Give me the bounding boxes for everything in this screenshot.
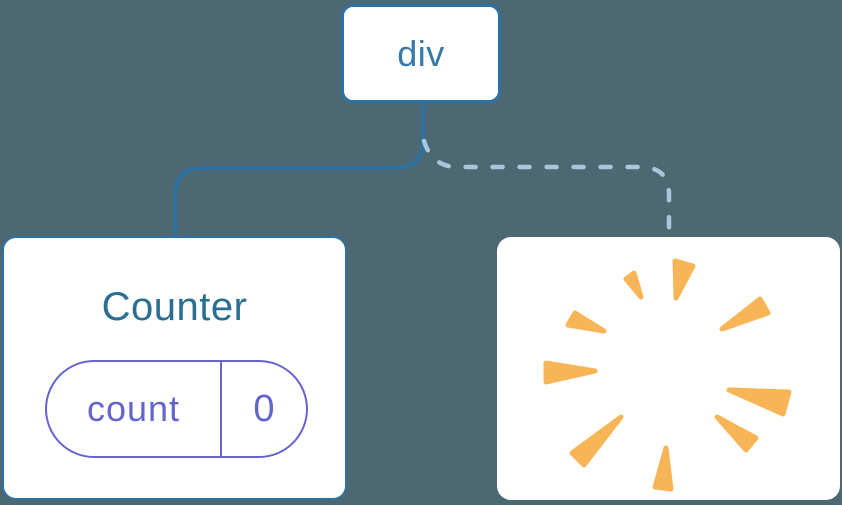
state-pill-divider <box>220 362 222 456</box>
tree-edge-solid <box>173 102 425 239</box>
counter-node: Counter count 0 <box>2 236 347 500</box>
poof-ray <box>543 360 598 385</box>
state-pill: count 0 <box>45 360 308 458</box>
poof-ray <box>569 414 624 468</box>
poof-ray <box>719 296 771 332</box>
removed-node <box>497 237 840 500</box>
state-pill-value: 0 <box>253 387 275 430</box>
poof-ray <box>623 270 644 300</box>
poof-ray <box>672 258 696 301</box>
poof-ray <box>726 387 792 417</box>
poof-ray <box>714 414 759 453</box>
poof-ray <box>652 445 674 492</box>
tree-edge-dashed <box>421 138 672 241</box>
root-node-label: div <box>397 32 445 74</box>
root-node-div: div <box>341 4 501 103</box>
counter-node-title: Counter <box>101 285 248 329</box>
poof-ray <box>565 310 607 334</box>
poof-burst-icon <box>543 258 792 492</box>
state-pill-key: count <box>86 388 181 429</box>
